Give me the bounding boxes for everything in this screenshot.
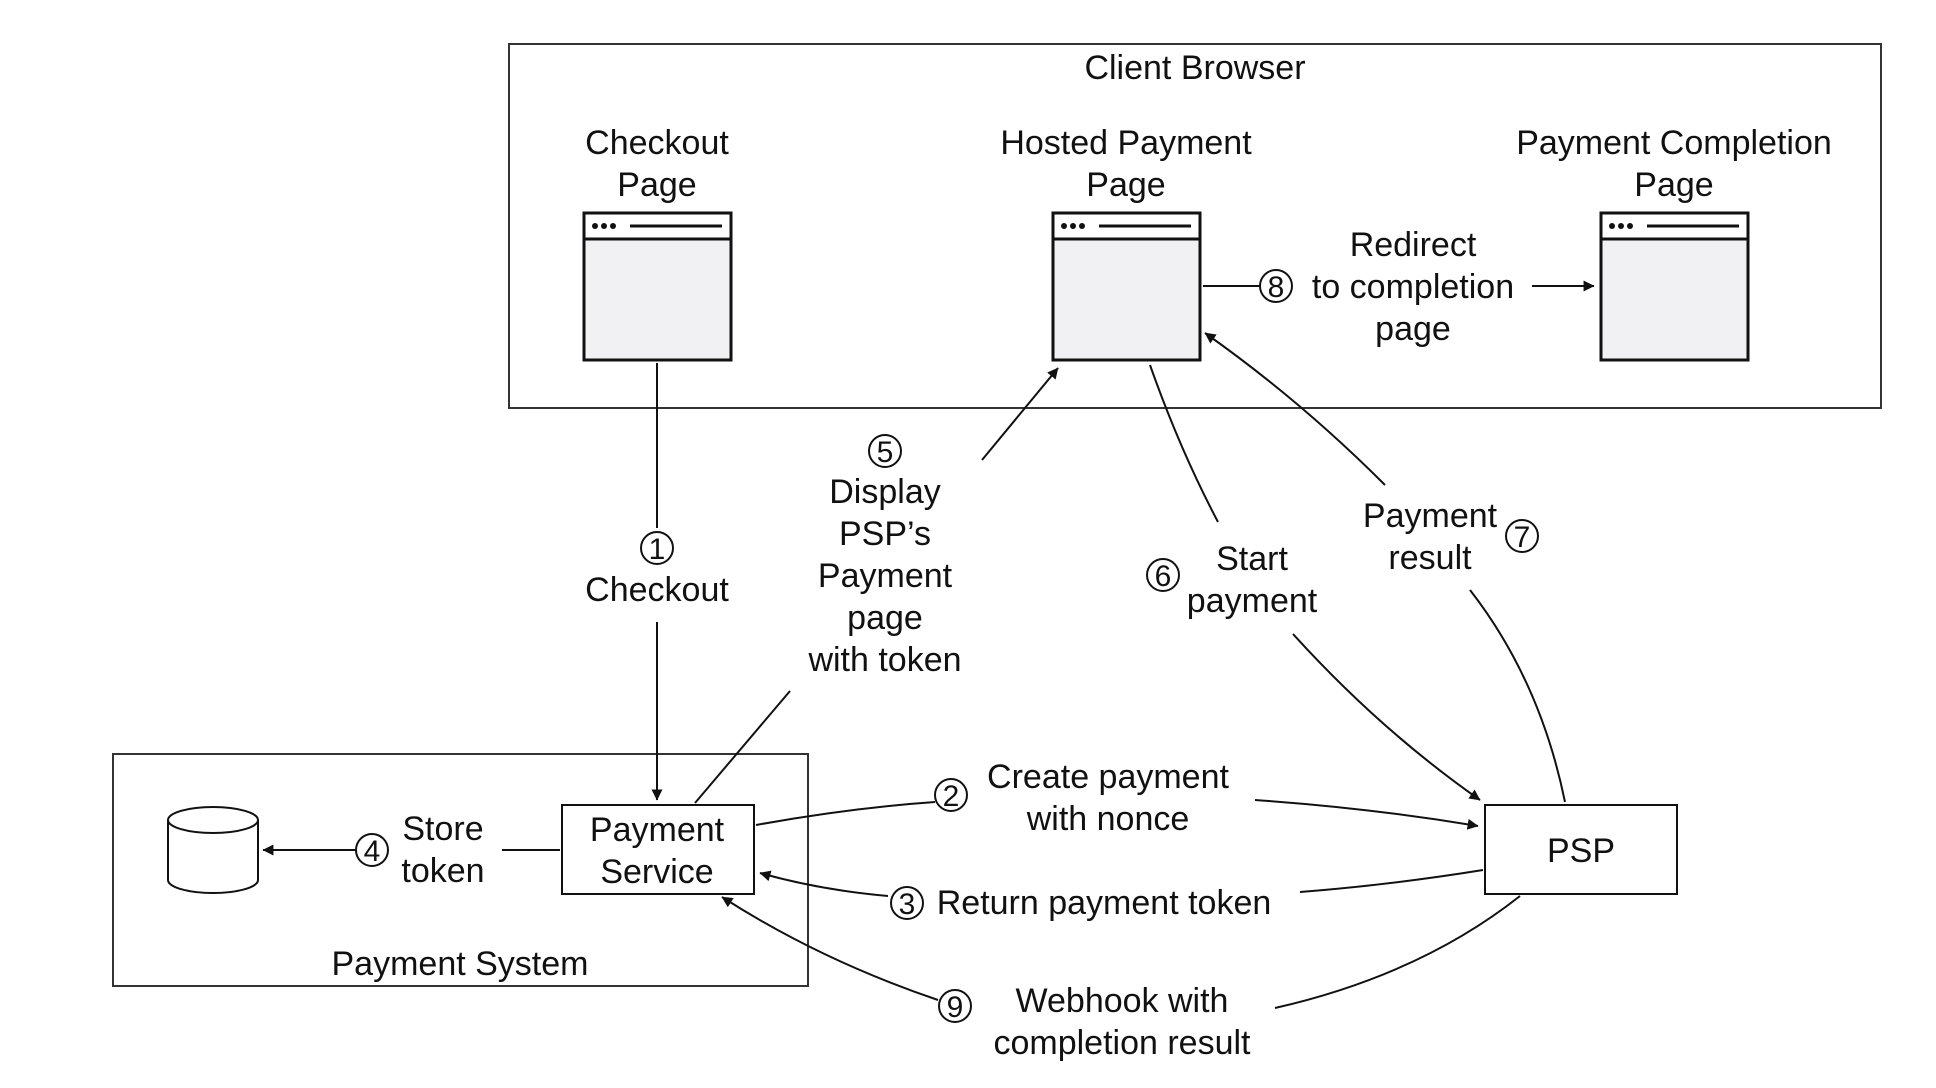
step-8-badge	[1259, 269, 1293, 303]
step-4-number: 4	[364, 835, 381, 868]
step-7-label-line2: result	[1388, 539, 1472, 577]
database-icon	[167, 806, 259, 894]
step-5-display-payment-page-edge: 5 Display PSP’s Payment page with token	[694, 367, 1059, 804]
step-3-number: 3	[899, 888, 916, 921]
payment-completion-page-label-line2: Page	[1634, 166, 1713, 204]
step-4-label-line2: token	[401, 852, 484, 890]
step-9-label-line1: Webhook with	[1016, 982, 1229, 1020]
step-4-label-line1: Store	[402, 810, 483, 848]
step-2-number: 2	[943, 780, 960, 813]
step-8-label-line2: to completion	[1312, 268, 1514, 306]
step-9-webhook-edge: 9 Webhook with completion result	[721, 895, 1521, 1062]
step-8-redirect-edge: 8 Redirect to completion page	[1203, 226, 1595, 348]
checkout-page-label-line1: Checkout	[585, 124, 729, 162]
browser-window-icon	[1599, 211, 1750, 362]
step-5-label-line1: Display	[829, 473, 940, 511]
step-5-number: 5	[877, 436, 894, 469]
step-2-label-line2: with nonce	[1026, 800, 1190, 838]
browser-window-icon	[1051, 211, 1202, 362]
step-3-label: Return payment token	[937, 884, 1272, 922]
step-7-label-line1: Payment	[1363, 497, 1498, 535]
step-3-badge	[890, 886, 924, 920]
step-1-checkout-edge: 1 Checkout	[585, 363, 729, 801]
step-1-number: 1	[649, 533, 666, 566]
payment-system-label: Payment System	[332, 945, 589, 983]
step-2-badge	[934, 778, 968, 812]
step-4-store-token-edge: 4 Store token	[262, 810, 560, 890]
step-7-badge	[1505, 519, 1539, 553]
hosted-payment-page: Hosted Payment Page	[1000, 124, 1252, 362]
step-5-badge	[868, 434, 902, 468]
step-6-badge	[1146, 558, 1180, 592]
step-6-label-line1: Start	[1216, 540, 1288, 578]
step-9-badge	[938, 989, 972, 1023]
step-7-number: 7	[1514, 521, 1531, 554]
payment-service-label-line1: Payment	[590, 811, 725, 849]
step-8-label-line1: Redirect	[1350, 226, 1477, 264]
step-4-badge	[355, 833, 389, 867]
payment-system-box	[112, 753, 809, 987]
step-5-label-line5: with token	[807, 641, 961, 679]
step-1-label: Checkout	[585, 571, 729, 609]
payment-completion-page-label-line1: Payment Completion	[1516, 124, 1832, 162]
psp-label: PSP	[1547, 832, 1615, 870]
step-2-label-line1: Create payment	[987, 758, 1229, 796]
payment-service-label-line2: Service	[600, 853, 713, 891]
payment-service-node: Payment Service	[561, 804, 755, 895]
hosted-payment-page-label-line1: Hosted Payment	[1000, 124, 1252, 162]
step-3-return-token-edge: 3 Return payment token	[759, 869, 1484, 922]
step-5-label-line3: Payment	[818, 557, 953, 595]
step-5-label-line2: PSP’s	[839, 515, 931, 553]
step-9-number: 9	[947, 991, 964, 1024]
browser-window-icon	[582, 211, 733, 362]
step-1-badge	[640, 531, 674, 565]
hosted-payment-page-label-line2: Page	[1086, 166, 1165, 204]
step-9-label-line2: completion result	[993, 1024, 1251, 1062]
step-6-label-line2: payment	[1187, 582, 1318, 620]
step-6-start-payment-edge: 6 Start payment	[1146, 364, 1481, 801]
step-2-create-payment-edge: 2 Create payment with nonce	[755, 758, 1479, 838]
checkout-page-label-line2: Page	[617, 166, 696, 204]
psp-node: PSP	[1484, 804, 1678, 895]
step-5-label-line4: page	[847, 599, 923, 637]
client-browser-label: Client Browser	[1084, 49, 1305, 87]
step-8-label-line3: page	[1375, 310, 1451, 348]
client-browser-box	[508, 43, 1882, 409]
checkout-page: Checkout Page	[582, 124, 733, 362]
step-7-payment-result-edge: 7 Payment result	[1204, 332, 1566, 803]
step-8-number: 8	[1268, 271, 1285, 304]
step-6-number: 6	[1155, 560, 1172, 593]
payment-completion-page: Payment Completion Page	[1516, 124, 1832, 362]
